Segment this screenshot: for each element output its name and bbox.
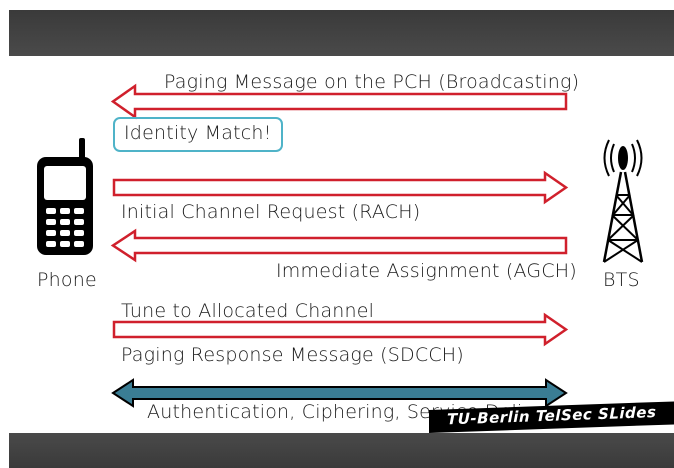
cell-tower-icon — [602, 139, 644, 263]
agch-label: Immediate Assignment (AGCH) — [276, 260, 577, 282]
paging-message-label: Paging Message on the PCH (Broadcasting) — [164, 71, 580, 93]
slide-bottom-bar — [9, 433, 674, 468]
agch-arrow — [110, 228, 568, 263]
rach-arrow — [112, 170, 569, 205]
rach-label: Initial Channel Request (RACH) — [121, 201, 421, 223]
bts-label: BTS — [603, 269, 640, 291]
auth-arrow — [111, 378, 568, 408]
phone-label: Phone — [37, 269, 97, 291]
tune-label: Tune to Allocated Channel — [121, 300, 375, 322]
sdcch-label: Paging Response Message (SDCCH) — [121, 344, 464, 366]
sdcch-arrow — [112, 312, 569, 347]
slide-top-bar — [9, 10, 674, 56]
phone-icon — [37, 138, 93, 255]
paging-arrow — [110, 83, 568, 120]
identity-match-label: Identity Match! — [124, 122, 272, 144]
identity-match-box: Identity Match! — [113, 117, 283, 152]
